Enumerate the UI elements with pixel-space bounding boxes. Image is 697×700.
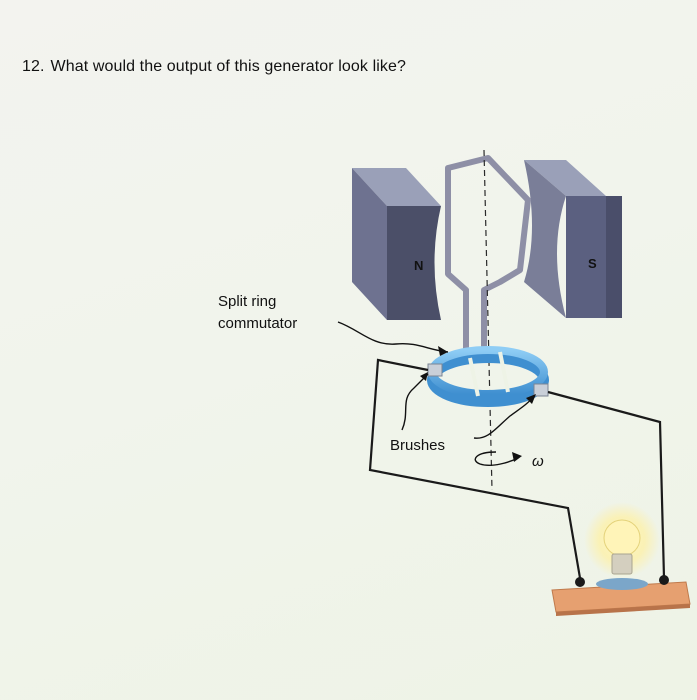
north-pole-label: N [414, 258, 423, 273]
omega-label: ω [532, 453, 544, 470]
left-brush [427, 363, 443, 377]
right-terminal [659, 575, 669, 585]
circuit-wires [368, 358, 666, 579]
terminals [575, 575, 669, 587]
question-text: What would the output of this generator … [50, 58, 406, 75]
split-ring-label-line2: commutator [218, 315, 297, 332]
question-number: 12. [22, 58, 45, 75]
split-ring-label-line1: Split ring [218, 293, 276, 310]
label-pointers [337, 321, 536, 439]
rotation-arrow [474, 451, 522, 467]
south-magnet: S [524, 160, 622, 318]
brushes-label: Brushes [390, 437, 445, 454]
light-bulb-icon [584, 502, 660, 590]
coil [445, 155, 531, 350]
north-magnet: N [352, 168, 441, 320]
split-ring-commutator [427, 346, 549, 407]
question: 12. What would the output of this generat… [22, 58, 406, 76]
right-brush [533, 383, 549, 397]
south-pole-label: S [588, 256, 597, 271]
left-terminal [575, 577, 585, 587]
